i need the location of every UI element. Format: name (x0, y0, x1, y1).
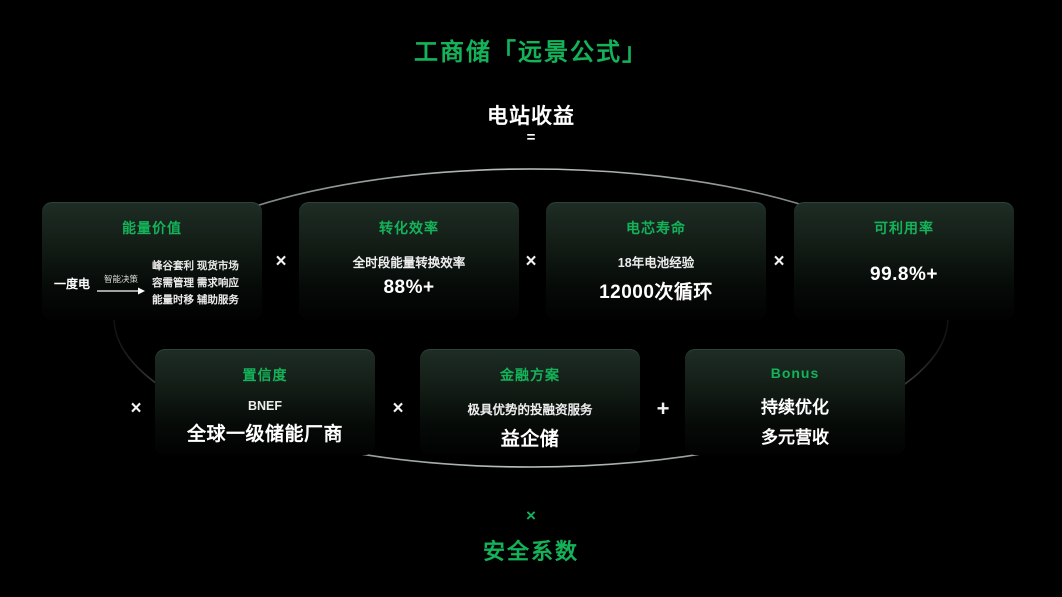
energy-item: 容需管理 需求响应 (152, 277, 239, 289)
times-operator-bottom: × (526, 506, 536, 525)
card-conversion-efficiency: 转化效率 全时段能量转换效率 88%+ (299, 202, 519, 320)
card-subtitle: 全时段能量转换效率 (352, 256, 466, 270)
page-title: 工商储「远景公式」 (414, 39, 648, 66)
card-title: Bonus (770, 365, 820, 381)
energy-item: 峰谷套利 现货市场 (152, 260, 239, 272)
card-title: 能量价值 (122, 220, 182, 236)
card-energy-value: 能量价值 一度电 智能决策 峰谷套利 现货市场 容需管理 需求响应 能量时移 辅… (42, 202, 262, 320)
right-arrow-icon (97, 287, 146, 294)
times-operator: × (392, 398, 404, 419)
card-value: 全球一级储能厂商 (186, 424, 343, 445)
arrow-label: 智能决策 (104, 273, 139, 284)
bonus-line: 多元营收 (761, 428, 829, 447)
result-label: 电站收益 (487, 105, 575, 128)
card-title: 电芯寿命 (626, 220, 686, 236)
energy-items: 峰谷套利 现货市场 容需管理 需求响应 能量时移 辅助服务 (152, 258, 239, 309)
card-value: 12000次循环 (599, 282, 713, 303)
times-operator: × (773, 251, 785, 272)
card-financial-solution: 金融方案 极具优势的投融资服务 益企储 (420, 349, 640, 455)
times-operator: × (525, 251, 537, 272)
energy-input-label: 一度电 (54, 277, 91, 291)
energy-item: 能量时移 辅助服务 (152, 294, 239, 306)
card-subtitle: BNEF (247, 399, 283, 413)
card-confidence: 置信度 BNEF 全球一级储能厂商 (155, 349, 375, 455)
bonus-line: 持续优化 (761, 398, 829, 417)
card-cell-lifespan: 电芯寿命 18年电池经验 12000次循环 (546, 202, 766, 320)
card-title: 转化效率 (379, 220, 439, 236)
equals-sign: = (526, 129, 536, 146)
card-title: 可利用率 (874, 220, 934, 236)
times-operator: × (130, 398, 142, 419)
card-value: 益企储 (500, 429, 560, 450)
card-bonus: Bonus 持续优化 多元营收 (685, 349, 905, 455)
card-title: 置信度 (242, 367, 288, 383)
times-operator: × (275, 251, 287, 272)
card-value: 99.8%+ (870, 264, 938, 285)
card-subtitle: 极具优势的投融资服务 (467, 403, 593, 417)
card-title: 金融方案 (500, 367, 560, 383)
card-subtitle: 18年电池经验 (617, 256, 695, 270)
card-availability: 可利用率 99.8%+ (794, 202, 1014, 320)
safety-factor-label: 安全系数 (482, 539, 579, 564)
plus-operator: + (656, 396, 670, 421)
smart-decision-arrow: 智能决策 (97, 273, 146, 295)
energy-flow: 一度电 智能决策 峰谷套利 现货市场 容需管理 需求响应 能量时移 辅助服务 (42, 258, 262, 309)
card-value: 88%+ (383, 277, 435, 298)
